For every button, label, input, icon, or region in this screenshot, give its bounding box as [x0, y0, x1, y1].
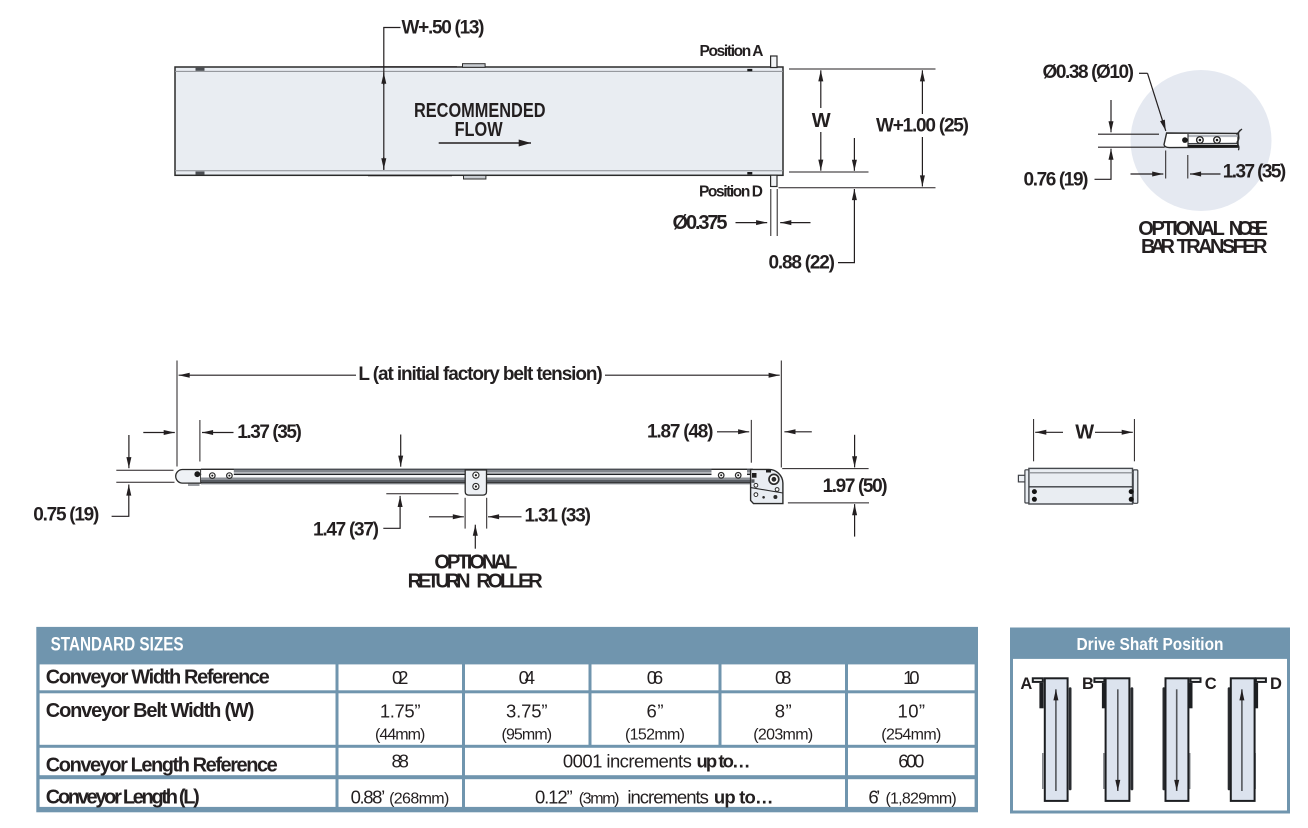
- svg-text:(95mm): (95mm): [502, 726, 553, 743]
- svg-text:OPTIONAL: OPTIONAL: [434, 552, 517, 574]
- svg-text:600: 600: [898, 751, 924, 772]
- svg-text:STANDARD SIZES: STANDARD SIZES: [51, 634, 184, 655]
- svg-text:B: B: [1082, 675, 1094, 693]
- svg-text:0.76 (19): 0.76 (19): [1024, 170, 1089, 191]
- svg-text:Ø0.38 (Ø10): Ø0.38 (Ø10): [1043, 62, 1135, 83]
- svg-text:0001 increments: 0001 increments: [563, 751, 697, 772]
- svg-text:Conveyor Length Reference: Conveyor Length Reference: [46, 755, 278, 777]
- svg-text:RETURN: RETURN: [408, 570, 471, 592]
- svg-text:Drive Shaft Position: Drive Shaft Position: [1077, 634, 1224, 654]
- svg-text:3.75”: 3.75”: [506, 701, 548, 722]
- svg-text:08: 08: [775, 667, 791, 688]
- svg-text:W: W: [1075, 422, 1094, 444]
- svg-text:NOSE: NOSE: [1229, 218, 1268, 240]
- svg-text:04: 04: [519, 667, 535, 688]
- svg-text:10”: 10”: [898, 701, 926, 722]
- svg-text:C: C: [1205, 675, 1217, 693]
- svg-text:up to…: up to…: [697, 751, 751, 772]
- svg-text:02: 02: [392, 667, 408, 688]
- svg-text:Conveyor Length (L): Conveyor Length (L): [46, 787, 200, 809]
- svg-text:(152mm): (152mm): [625, 726, 685, 743]
- svg-text:1.31 (33): 1.31 (33): [525, 506, 592, 527]
- svg-text:1.47 (37): 1.47 (37): [313, 520, 379, 541]
- svg-text:up to…: up to…: [714, 786, 774, 807]
- svg-text:increments: increments: [627, 786, 709, 807]
- svg-text:TRANSFER: TRANSFER: [1177, 236, 1268, 258]
- svg-text:(203mm): (203mm): [753, 726, 813, 743]
- svg-text:06: 06: [647, 667, 663, 688]
- svg-text:1.87 (48): 1.87 (48): [647, 422, 714, 443]
- svg-text:0.12”: 0.12”: [535, 786, 573, 807]
- svg-text:88: 88: [391, 751, 409, 772]
- svg-text:0.75 (19): 0.75 (19): [33, 505, 99, 526]
- svg-text:(254mm): (254mm): [881, 726, 941, 743]
- svg-text:(3mm): (3mm): [579, 790, 620, 807]
- svg-text:1.37 (35): 1.37 (35): [237, 422, 301, 443]
- svg-text:D: D: [1270, 675, 1282, 693]
- svg-text:6”: 6”: [647, 701, 664, 722]
- svg-text:6’: 6’: [868, 787, 880, 808]
- svg-text:Conveyor Belt Width (W): Conveyor Belt Width (W): [46, 700, 255, 722]
- svg-text:0.88’: 0.88’: [351, 786, 386, 807]
- svg-text:Ø0.375: Ø0.375: [673, 212, 728, 234]
- svg-text:ROLLER: ROLLER: [476, 570, 543, 592]
- svg-text:8”: 8”: [775, 701, 792, 722]
- svg-text:FLOW: FLOW: [455, 119, 503, 141]
- svg-text:BAR: BAR: [1141, 236, 1176, 258]
- svg-text:L (at initial factory belt ten: L (at initial factory belt tension): [358, 364, 602, 385]
- svg-text:W: W: [812, 110, 831, 132]
- svg-text:0.88 (22): 0.88 (22): [769, 253, 836, 274]
- svg-text:A: A: [1020, 675, 1032, 693]
- svg-text:W+.50 (13): W+.50 (13): [402, 18, 485, 39]
- svg-text:RECOMMENDED: RECOMMENDED: [414, 99, 546, 122]
- svg-text:OPTIONAL: OPTIONAL: [1138, 218, 1225, 240]
- svg-text:(1,829mm): (1,829mm): [886, 791, 957, 808]
- svg-text:1.37 (35): 1.37 (35): [1223, 162, 1286, 183]
- svg-text:10: 10: [903, 667, 919, 688]
- svg-text:Position D: Position D: [699, 183, 763, 200]
- svg-text:1.75”: 1.75”: [380, 701, 421, 722]
- svg-text:(44mm): (44mm): [375, 726, 425, 743]
- svg-text:1.97 (50): 1.97 (50): [823, 476, 888, 497]
- svg-text:(268mm): (268mm): [389, 790, 449, 807]
- svg-text:Conveyor Width Reference: Conveyor Width Reference: [46, 667, 270, 689]
- svg-text:Position A: Position A: [700, 43, 764, 60]
- svg-text:W+1.00 (25): W+1.00 (25): [876, 116, 969, 137]
